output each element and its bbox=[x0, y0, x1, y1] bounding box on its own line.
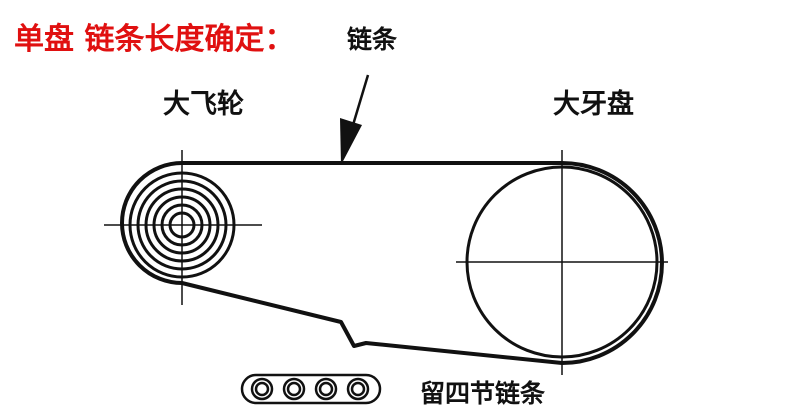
keep-four-links-label: 留四节链条 bbox=[420, 379, 546, 408]
chain-link-roller bbox=[250, 377, 274, 401]
chain-path bbox=[120, 161, 664, 365]
chain-link-roller bbox=[282, 377, 306, 401]
chain-pointer-arrowhead bbox=[340, 118, 362, 165]
rear-sprocket-label: 大飞轮 bbox=[163, 89, 244, 120]
chainring-crosshair bbox=[456, 150, 668, 375]
chain-link-roller bbox=[346, 377, 370, 401]
chain-link-roller bbox=[314, 377, 338, 401]
four-chain-links bbox=[240, 373, 382, 405]
chain-pointer-line bbox=[351, 74, 370, 126]
chain-loop bbox=[120, 161, 664, 365]
chain-link-pin bbox=[254, 381, 270, 397]
chain-link-pin bbox=[350, 381, 366, 397]
chainring-label: 大牙盘 bbox=[553, 89, 634, 120]
chain-link-outline bbox=[240, 373, 382, 405]
chain-label: 链条 bbox=[347, 25, 398, 54]
page-title: 单盘 链条长度确定： bbox=[14, 22, 295, 57]
chain-link-pin bbox=[286, 381, 302, 397]
chain-link-pin bbox=[318, 381, 334, 397]
rear-sprocket-crosshair bbox=[104, 150, 262, 305]
